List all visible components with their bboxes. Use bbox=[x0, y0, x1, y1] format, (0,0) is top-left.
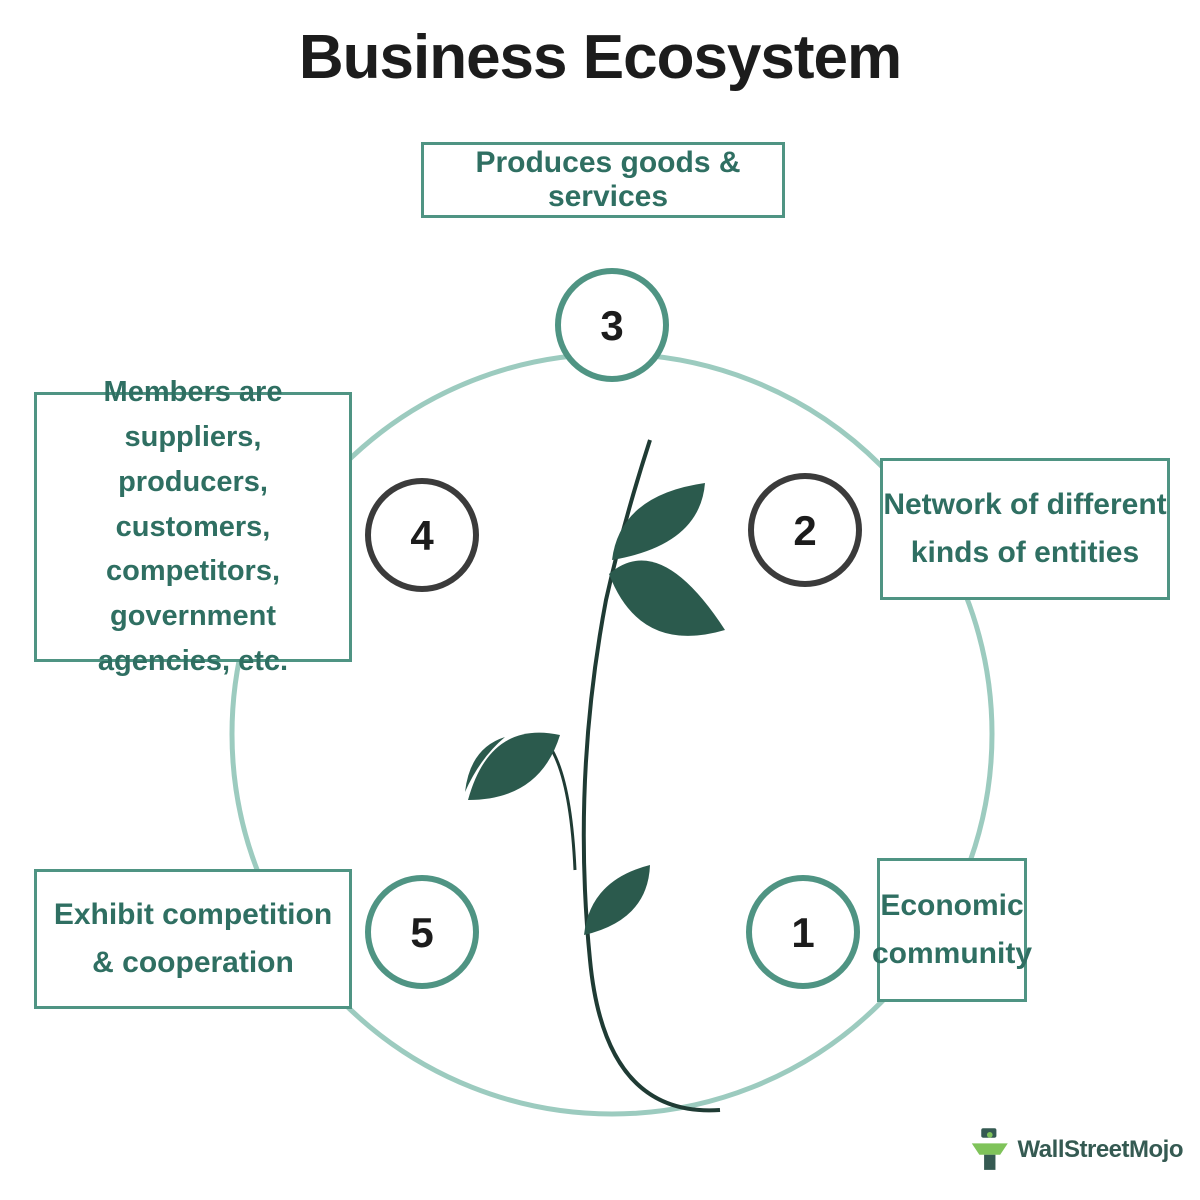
node-number-5: 5 bbox=[410, 909, 433, 956]
node-box-3: Produces goods & services bbox=[421, 142, 785, 218]
node-text-2: Network of different kinds of entities bbox=[883, 488, 1167, 569]
node-number-1: 1 bbox=[791, 909, 814, 956]
node-circle-4 bbox=[365, 478, 479, 592]
node-number-4: 4 bbox=[410, 512, 434, 559]
wallstreetmojo-logo: WallStreetMojo bbox=[968, 1125, 1184, 1175]
node-text-4: Members are suppliers, producers, custom… bbox=[97, 375, 289, 678]
node-box-2: Network of different kinds of entities bbox=[880, 458, 1170, 600]
node-box-5: Exhibit competition & cooperation bbox=[34, 869, 352, 1009]
logo-text: WallStreetMojo bbox=[1017, 1136, 1184, 1163]
diagram-title: Business Ecosystem bbox=[298, 23, 902, 92]
node-number-2: 2 bbox=[793, 507, 816, 554]
node-circle-3 bbox=[555, 268, 669, 382]
node-text-5: Exhibit competition & cooperation bbox=[53, 898, 333, 979]
node-text-3: Produces goods & services bbox=[475, 146, 741, 213]
plant-icon bbox=[465, 439, 725, 1113]
node-circle-5 bbox=[365, 875, 479, 989]
node-circle-2 bbox=[748, 473, 862, 587]
wallstreetmojo-logo-icon bbox=[971, 1128, 1008, 1170]
node-circle-1 bbox=[746, 875, 860, 989]
node-text-1: Economic community bbox=[871, 889, 1033, 970]
node-box-4: Members are suppliers, producers, custom… bbox=[34, 376, 352, 677]
node-box-1: Economic community bbox=[872, 858, 1032, 1002]
node-number-3: 3 bbox=[600, 302, 623, 349]
